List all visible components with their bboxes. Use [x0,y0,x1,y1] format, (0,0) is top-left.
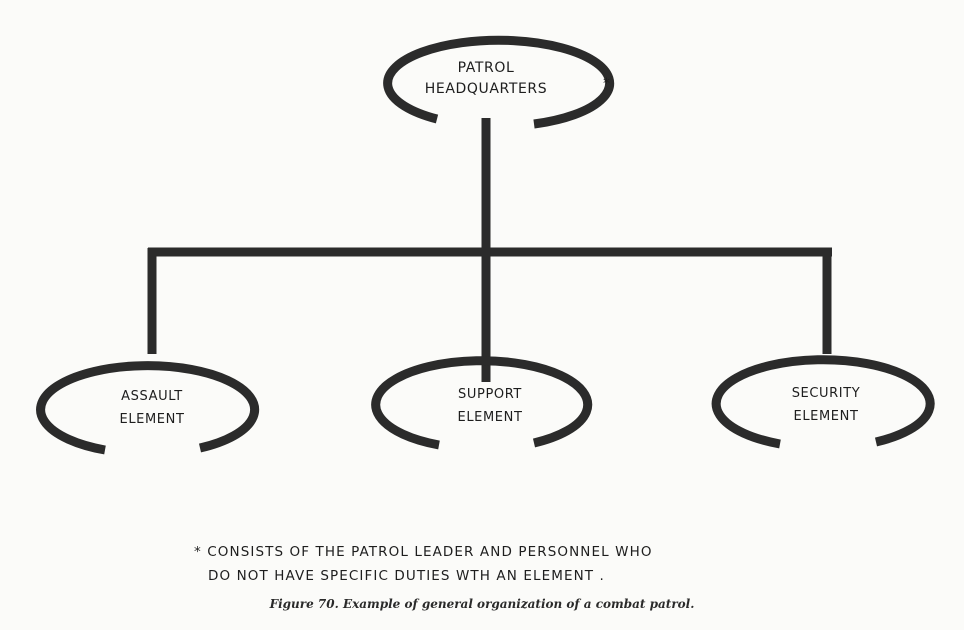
footnote-line-1: * CONSISTS OF THE PATROL LEADER AND PERS… [194,544,653,560]
assault-label-line2: ELEMENT [120,412,185,427]
support-label-line2: ELEMENT [458,410,523,425]
support-label-line1: SUPPORT [458,387,522,402]
security-label-line1: SECURITY [792,386,861,401]
footnote-line-2: DO NOT HAVE SPECIFIC DUTIES WTH AN ELEME… [208,568,605,584]
hq-asterisk: * [603,76,610,92]
connector-lines [147,118,832,382]
node-support-element: SUPPORT ELEMENT [371,356,593,450]
security-label-line2: ELEMENT [794,409,859,424]
security-ellipse [711,355,935,449]
node-patrol-headquarters: PATROL HEADQUARTERS * [383,35,615,129]
node-security-element: SECURITY ELEMENT [711,355,935,449]
assault-ellipse [36,361,260,455]
hq-ellipse [383,35,615,129]
hq-label-line2: HEADQUARTERS [425,81,548,97]
footnote: * CONSISTS OF THE PATROL LEADER AND PERS… [194,540,834,588]
node-assault-element: ASSAULT ELEMENT [36,361,260,455]
support-ellipse [371,356,593,450]
hq-label-line1: PATROL [458,60,515,76]
figure-caption: Figure 70. Example of general organizati… [269,597,695,611]
assault-label-line1: ASSAULT [121,389,183,404]
